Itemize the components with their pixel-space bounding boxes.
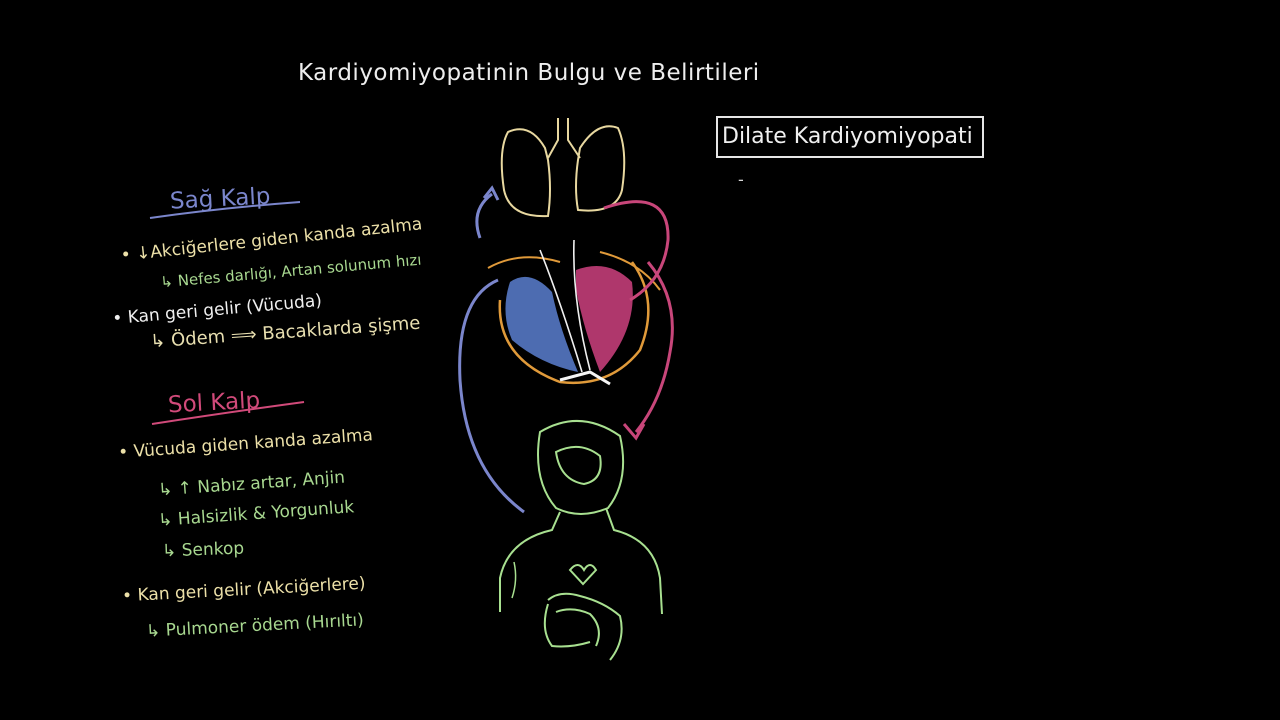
page-title: Kardiyomiyopatinin Bulgu ve Belirtileri <box>298 60 760 86</box>
intestines-icon <box>543 592 623 661</box>
section-dash: - <box>738 170 744 189</box>
lungs-icon <box>500 118 626 218</box>
human-body-icon <box>499 420 663 615</box>
section-box <box>716 116 984 158</box>
section-box-label: Dilate Kardiyomiyopati <box>722 124 973 149</box>
heart-icon <box>487 239 661 386</box>
